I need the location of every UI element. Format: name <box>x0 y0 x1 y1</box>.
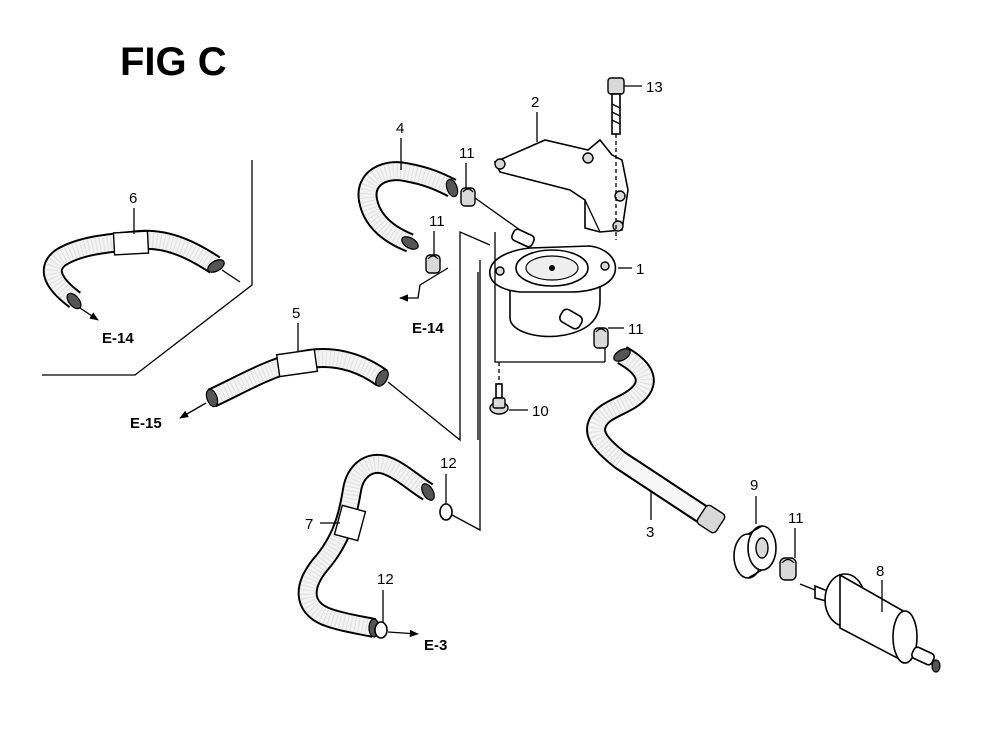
callout-9: 9 <box>750 477 758 494</box>
callout-11c: 11 <box>628 321 644 338</box>
callout-7: 7 <box>305 516 313 533</box>
hose-6 <box>42 229 241 321</box>
clamp-11-upper <box>460 187 521 231</box>
hose-5 <box>179 231 491 442</box>
callout-1: 1 <box>636 261 644 278</box>
callout-11a: 11 <box>459 145 475 162</box>
callout-11b: 11 <box>429 213 445 230</box>
clip-12-upper <box>439 260 481 532</box>
ref-e14-left: E-14 <box>102 330 134 347</box>
callout-12b: 12 <box>377 571 394 588</box>
callout-11d: 11 <box>788 510 804 527</box>
callout-4: 4 <box>396 120 404 137</box>
clamp-11-pump <box>593 327 609 349</box>
ref-e15: E-15 <box>130 415 162 432</box>
callout-13: 13 <box>646 79 663 96</box>
hose-4 <box>357 161 459 253</box>
ref-e3: E-3 <box>424 637 447 654</box>
fuel-pump-1 <box>489 228 617 338</box>
clip-12-lower <box>374 621 419 639</box>
bolt-13 <box>607 77 625 240</box>
callout-8: 8 <box>876 563 884 580</box>
grommet-9 <box>733 525 777 579</box>
callout-5: 5 <box>292 305 300 322</box>
callout-12a: 12 <box>440 455 457 472</box>
clamp-11-lower <box>425 254 441 274</box>
hose-7 <box>297 453 435 638</box>
fuel-filter-8 <box>799 573 941 673</box>
callout-10: 10 <box>532 403 549 420</box>
ref-e14-mid: E-14 <box>412 320 444 337</box>
inset-border <box>42 160 253 376</box>
clamp-11-filter <box>779 557 797 581</box>
bracket-2 <box>493 138 629 233</box>
callout-6: 6 <box>129 190 137 207</box>
callout-3: 3 <box>646 524 654 541</box>
hose-3 <box>586 346 726 534</box>
screw-10 <box>489 362 509 415</box>
figure-title: FIG C <box>120 40 227 84</box>
callout-2: 2 <box>531 94 539 111</box>
